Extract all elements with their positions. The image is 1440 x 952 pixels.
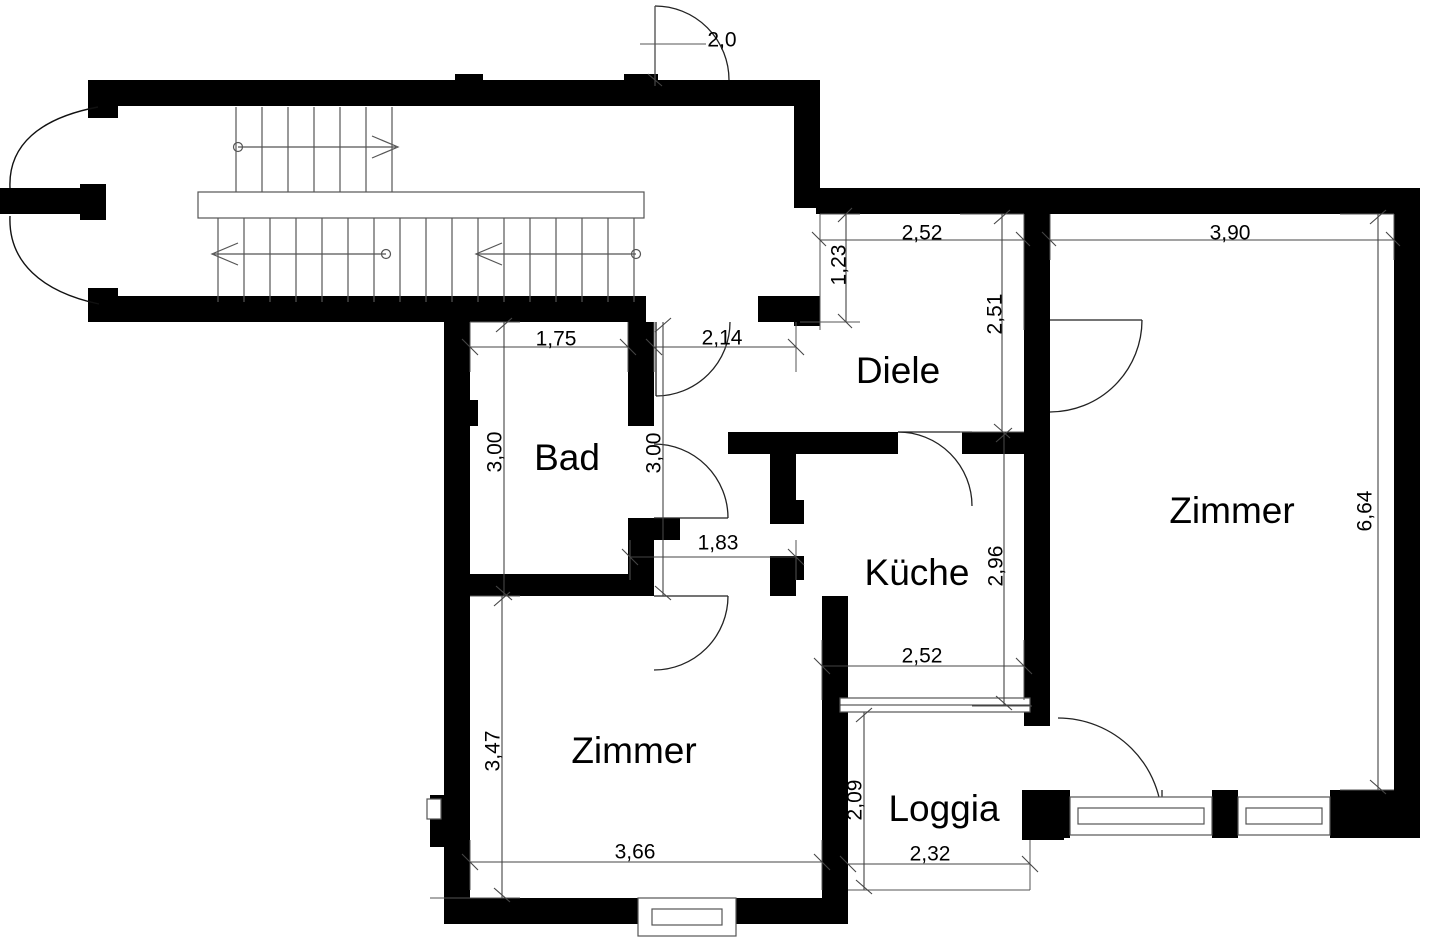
room-label-bad: Bad [534, 437, 600, 478]
window-zimmer-bottom [637, 897, 737, 937]
bay-arc-upper [9, 106, 99, 189]
stair-flight-lower-right [474, 218, 642, 302]
dimension-label-zimmer-bottom-height: 3,47 [482, 731, 505, 772]
dimension-label-loggia-width: 2,32 [910, 843, 951, 866]
wall-diele-zimmer-vertical-upper [1024, 188, 1050, 402]
stair-flight-upper [232, 107, 400, 192]
dimension-label-zimmer-bottom-width: 3,66 [615, 841, 656, 864]
room-label-diele: Diele [856, 350, 940, 391]
staircase-layer [197, 107, 645, 302]
room-label-loggia: Loggia [888, 788, 1000, 829]
wall-zimmer-bottom-right-vertical [822, 596, 848, 924]
door-bad [653, 443, 729, 519]
door-hall-corridor [655, 321, 731, 397]
bay-arc-lower [9, 215, 100, 305]
dimension-label-diele-width: 2,52 [902, 222, 943, 245]
wall-diele-left-upper [794, 106, 820, 208]
dimension-label-loggia-height: 2,09 [844, 780, 867, 821]
room-label-kueche: Küche [865, 552, 970, 593]
door-zimmer-bottom [653, 595, 729, 671]
wall-diele-left-stub [758, 296, 820, 322]
dimension-label-diele-left-height: 1,23 [828, 245, 851, 286]
dimension-label-kueche-height: 2,96 [985, 546, 1008, 587]
wall-zimmer-right-bottom-left [1050, 790, 1070, 838]
stair-landing [197, 191, 645, 219]
wall-pier-stairhall-topleft [88, 80, 118, 118]
dimension-labels-layer: 2,0 2,52 3,90 1,23 2,51 1,75 2,14 3,00 3… [482, 29, 1377, 866]
wall-stairhall-top [88, 80, 646, 106]
door-kueche [897, 431, 973, 507]
wall-diele-top [816, 188, 1048, 214]
window-kueche-bottom [839, 697, 1031, 713]
wall-hall-top-segment [646, 80, 820, 106]
window-zimmer-right-right-pane [1237, 796, 1331, 836]
dimension-label-flur-width: 2,14 [702, 327, 743, 350]
dimension-label-top-door: 2,0 [707, 29, 736, 52]
dimension-label-zimmer-right-width: 3,90 [1210, 222, 1251, 245]
door-zimmer-right [1049, 319, 1143, 413]
room-labels-layer: Diele Bad Küche Zimmer Zimmer Loggia [534, 350, 1295, 829]
dimension-label-kueche-width: 2,52 [902, 645, 943, 668]
wall-zimmer-right-exterior [1394, 188, 1420, 838]
dimension-lines-layer [430, 6, 1401, 903]
window-zimmer-bottom-left-side [426, 798, 442, 820]
wall-bad-left-exterior [444, 296, 470, 596]
bay-curves-layer [9, 106, 100, 305]
wall-pier-top-a [455, 74, 483, 82]
room-label-zimmer-right: Zimmer [1169, 490, 1294, 531]
dimension-label-diele-height: 2,51 [984, 294, 1007, 335]
wall-stairhall-bottom [88, 296, 646, 322]
wall-pier-top-b [624, 74, 646, 82]
wall-bay-middle-pier [80, 184, 106, 220]
wall-kueche-top-right [962, 432, 1050, 454]
wall-bad-left-pier [444, 400, 478, 426]
wall-bad-right-jamb [628, 518, 680, 540]
wall-zimmer-right-bottom-right [1330, 790, 1420, 838]
wall-zimmer-right-bottom-mid-pier [1212, 790, 1238, 838]
room-label-zimmer-bottom: Zimmer [571, 730, 696, 771]
dimension-label-zimmer-right-height: 6,64 [1354, 490, 1377, 531]
window-zimmer-right-left-pane [1069, 796, 1213, 836]
wall-bad-zimmer-horizontal [444, 574, 654, 596]
dimension-label-bad-height: 3,00 [484, 432, 507, 473]
dimension-label-korridor-width: 1,83 [698, 532, 739, 555]
door-swings-layer [653, 5, 1163, 823]
wall-pier-stairhall-bottomleft [88, 288, 118, 322]
dimension-label-bad-width: 1,75 [536, 328, 577, 351]
wall-hall-top-left-stub [646, 74, 658, 86]
wall-zimmer-bottom-left-exterior [444, 596, 470, 922]
wall-kueche-left-jamb-top [770, 500, 804, 524]
dimension-label-bad-height-2: 3,00 [643, 433, 666, 474]
windows-layer [426, 697, 1331, 937]
wall-kueche-top-left [728, 432, 898, 454]
wall-bad-right-upper [628, 322, 654, 426]
stair-flight-lower-left [210, 218, 453, 302]
wall-zimmer-right-top [1050, 188, 1420, 214]
